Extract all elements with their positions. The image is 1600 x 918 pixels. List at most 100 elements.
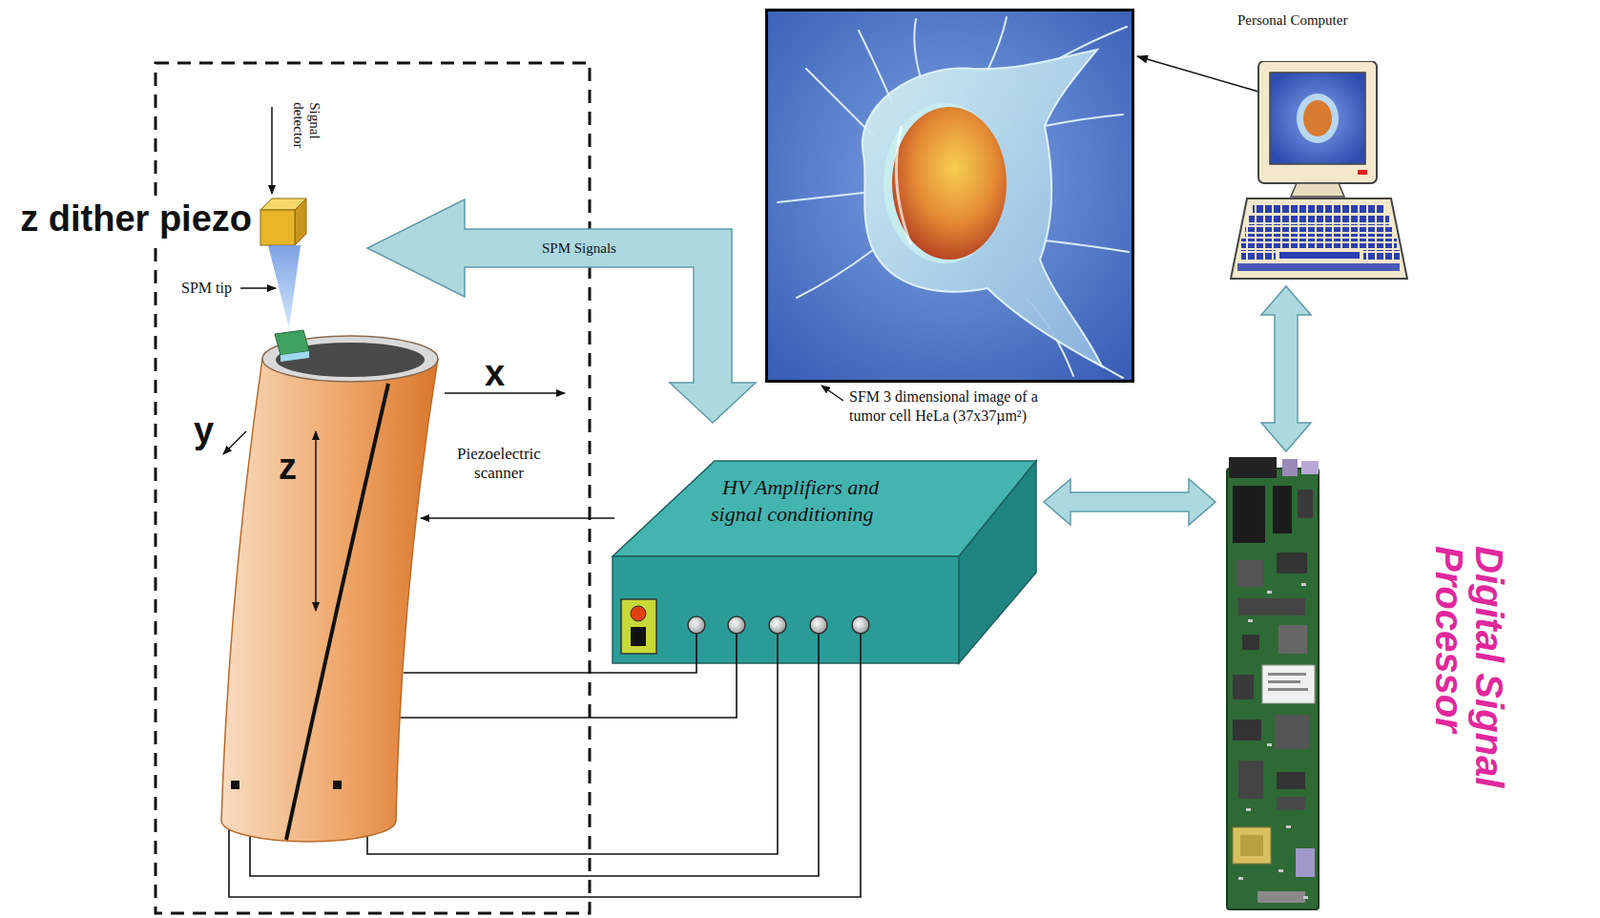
drawing-g xyxy=(687,616,870,634)
drawing-ellipse xyxy=(892,106,1007,260)
drawing-path xyxy=(796,249,873,298)
drawing-g xyxy=(777,17,1129,378)
drawing-rect xyxy=(1301,582,1307,586)
drawing-rect xyxy=(1278,869,1284,873)
display-arrow xyxy=(1137,56,1259,92)
drawing-path xyxy=(821,385,844,401)
drawing-rect xyxy=(1282,458,1298,477)
drawing-rect xyxy=(1232,674,1254,700)
signal-wire xyxy=(403,664,697,673)
drawing-rect xyxy=(1363,249,1400,260)
drawing-rect xyxy=(1232,827,1271,864)
drawing-rect xyxy=(260,209,295,246)
drawing-rect xyxy=(1238,876,1244,880)
scanner-label: Piezoelectric scanner xyxy=(444,444,554,484)
drawing-path xyxy=(1044,114,1123,126)
drawing-rect xyxy=(1267,672,1307,676)
drawing-rect xyxy=(1238,598,1306,616)
drawing-path xyxy=(862,49,1102,367)
drawing-ellipse xyxy=(1303,100,1332,137)
drawing-rect xyxy=(1226,468,1319,910)
piezo-label: z dither piezo xyxy=(17,198,255,241)
drawing-line xyxy=(695,633,698,665)
drawing-path xyxy=(286,383,389,840)
drawing-ellipse xyxy=(1296,93,1339,144)
drawing-rect xyxy=(1276,552,1308,574)
drawing-path xyxy=(914,19,921,79)
cell-image-frame: SFM 3 dimensional image of a tumor cell … xyxy=(765,8,1135,383)
drawing-polygon xyxy=(280,351,310,362)
drawing-rect xyxy=(1279,251,1360,259)
drawing-path xyxy=(240,287,276,290)
drawing-path xyxy=(420,517,615,520)
dsp-board xyxy=(1219,457,1327,912)
drawing-line xyxy=(817,633,820,665)
computer-icon xyxy=(1229,61,1409,281)
image-caption: SFM 3 dimensional image of a tumor cell … xyxy=(849,387,1064,426)
dsp-card: Digital Signal Processor xyxy=(1219,457,1327,912)
drawing-path xyxy=(806,68,873,136)
drawing-polygon xyxy=(1290,183,1345,197)
dither-piezo-cube: z dither piezo xyxy=(260,198,307,246)
drawing-rect xyxy=(1295,848,1315,877)
axis-label: z xyxy=(278,448,297,485)
tip-label: SPM tip xyxy=(181,279,232,297)
drawing-circle xyxy=(768,616,787,634)
drawing-rect xyxy=(1286,825,1291,829)
signal-wire xyxy=(367,664,778,854)
amplifier-box: HV Amplifiers and signal conditioning xyxy=(610,458,1039,665)
drawing-rect xyxy=(1238,760,1264,799)
drawing-line xyxy=(859,633,862,665)
drawing-path xyxy=(444,392,565,395)
drawing-rect xyxy=(1241,249,1276,260)
drawing-polygon xyxy=(1230,198,1408,279)
drawing-line xyxy=(776,633,779,665)
drawing-circle xyxy=(810,616,828,634)
drawing-rect xyxy=(1267,743,1272,747)
drawing-rect xyxy=(1237,263,1400,271)
piezo-scanner-tube: Piezoelectric scanner xyxy=(215,333,445,846)
drawing-rect xyxy=(1276,771,1306,790)
drawing-polygon xyxy=(268,245,301,329)
drawing-path xyxy=(1044,240,1129,252)
drawing-rect xyxy=(1278,624,1308,654)
drawing-rect xyxy=(1242,634,1260,650)
drawing-rect xyxy=(1232,719,1262,741)
drawing-rect xyxy=(1267,590,1272,594)
drawing-rect xyxy=(1267,680,1301,684)
drawing-rect xyxy=(1240,834,1264,856)
drawing-circle xyxy=(851,616,870,634)
dashed-enclosure xyxy=(155,62,590,914)
axis-label: x xyxy=(484,354,505,392)
drawing-rect xyxy=(630,626,646,646)
drawing-path xyxy=(270,106,273,194)
signal-wire xyxy=(400,664,737,718)
drawing-rect xyxy=(1301,460,1319,475)
drawing-rect xyxy=(1297,489,1313,519)
drawing-g xyxy=(1238,582,1309,899)
drawing-polygon xyxy=(958,460,1037,664)
drawing-path xyxy=(221,358,438,842)
drawing-rect xyxy=(1269,72,1366,165)
computer-label: Personal Computer xyxy=(1237,11,1348,29)
dsp-title: Digital Signal Processor xyxy=(1429,545,1510,813)
axis-label: y xyxy=(193,412,214,449)
signal-label: SPM Signals xyxy=(539,239,620,257)
drawing-rect xyxy=(1247,619,1253,623)
drawing-rect xyxy=(1252,204,1386,214)
drawing-path xyxy=(314,431,317,611)
drawing-ellipse xyxy=(883,103,1006,264)
drawing-rect xyxy=(1274,714,1310,749)
drawing-rect xyxy=(332,780,342,790)
data-arrow xyxy=(1261,286,1311,452)
drawing-rect xyxy=(1272,485,1292,534)
drawing-path xyxy=(895,125,912,246)
drawing-polygon xyxy=(294,198,307,246)
drawing-rect xyxy=(1262,664,1315,704)
drawing-rect xyxy=(1236,560,1264,587)
amplifier-label: HV Amplifiers and signal conditioning xyxy=(710,474,902,527)
data-arrow xyxy=(1043,478,1216,525)
drawing-rect xyxy=(1246,808,1251,811)
drawing-rect xyxy=(1241,238,1397,249)
